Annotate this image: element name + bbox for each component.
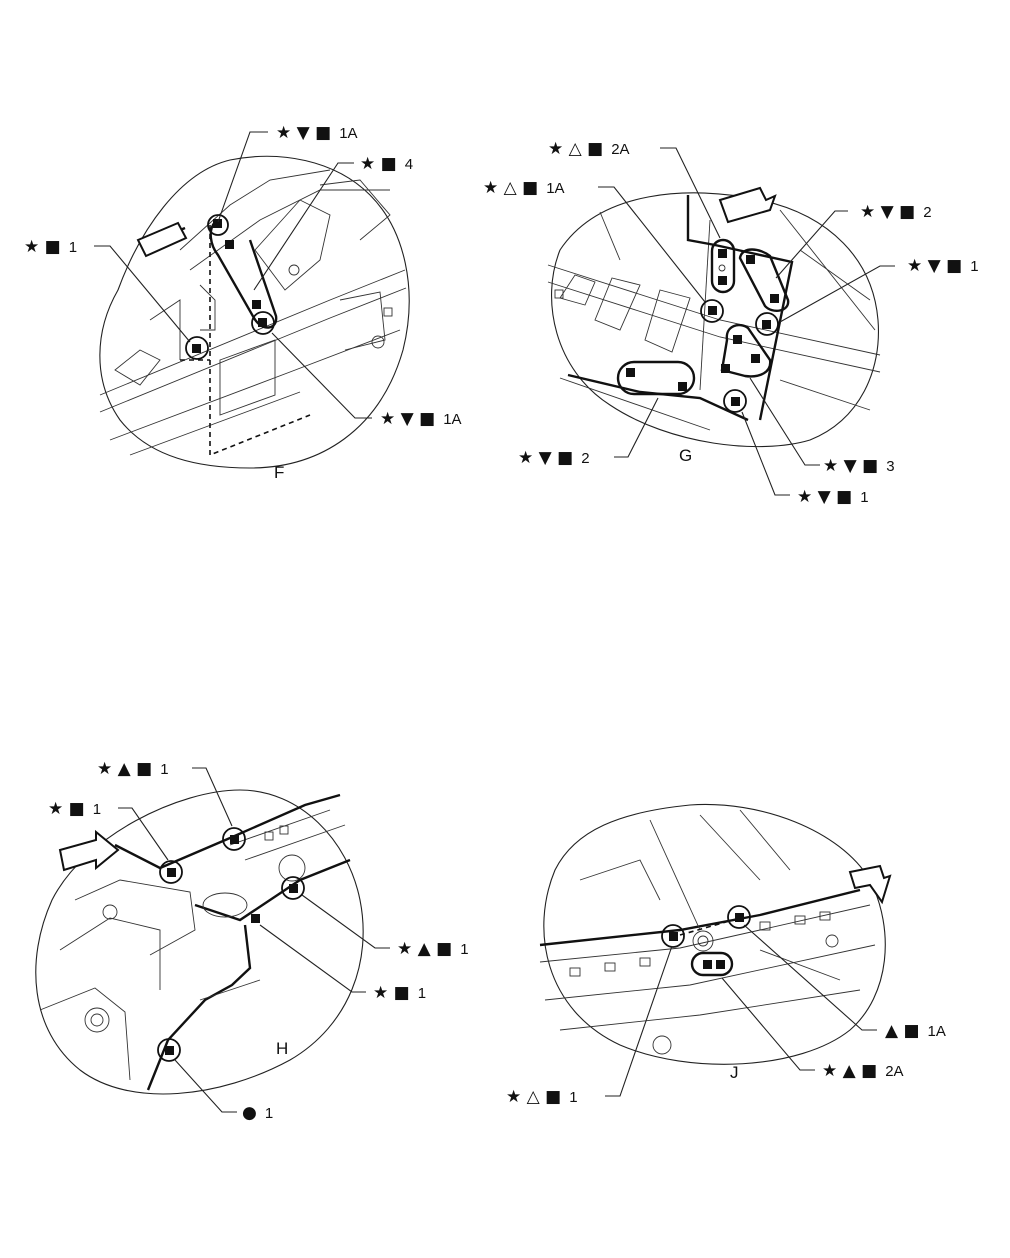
callout-h-right2: ★ ■1 — [373, 983, 426, 1003]
callout-f-top2: ★ ■4 — [360, 154, 413, 174]
callout-f-left: ★ ■1 — [24, 237, 77, 257]
callout-h-top1: ★ ▲ ■1 — [97, 759, 169, 779]
panel-j-label: J — [730, 1063, 739, 1082]
panel-g: G — [547, 147, 895, 496]
panel-g-label: G — [679, 446, 692, 465]
callout-f-top1: ★ ▼ ■1A — [276, 123, 358, 143]
callout-h-right1: ★ ▲ ■1 — [397, 939, 469, 959]
callout-h-bottom: ●1 — [242, 1103, 273, 1123]
callout-g-top1: ★ △ ■2A — [548, 139, 630, 159]
callout-g-br2: ★ ▼ ■1 — [797, 487, 869, 507]
callout-f-bottom: ★ ▼ ■1A — [380, 409, 462, 429]
callout-h-top2: ★ ■1 — [48, 799, 101, 819]
panel-f: F — [94, 131, 410, 482]
panel-h: H — [35, 767, 390, 1113]
hole-row — [569, 911, 831, 977]
callout-j-right1: ▲ ■1A — [885, 1021, 946, 1041]
callout-j-right2: ★ ▲ ■2A — [822, 1061, 904, 1081]
panel-j: J — [539, 803, 892, 1097]
callout-g-left: ★ ▼ ■2 — [518, 448, 590, 468]
callout-g-right1: ★ ▼ ■2 — [860, 202, 932, 222]
callout-g-br1: ★ ▼ ■3 — [823, 456, 895, 476]
panel-f-label: F — [274, 463, 284, 482]
callout-g-top2: ★ △ ■1A — [483, 178, 565, 198]
panel-h-label: H — [276, 1039, 288, 1058]
callout-g-right2: ★ ▼ ■1 — [907, 256, 979, 276]
callout-j-left: ★ △ ■1 — [506, 1087, 578, 1107]
